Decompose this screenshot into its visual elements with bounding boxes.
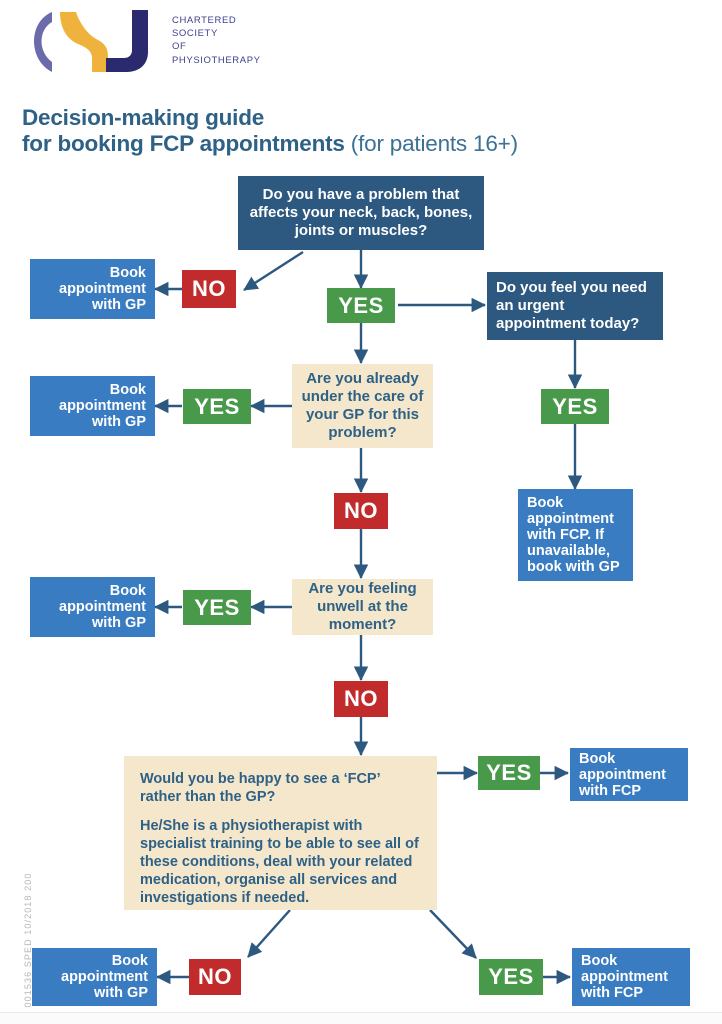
- logo-line-4: PHYSIOTHERAPY: [172, 54, 261, 66]
- question-happy-to-see-fcp: Would you be happy to see a ‘FCP’ rather…: [124, 756, 437, 910]
- outcome-book-gp-4: Book appointment with GP: [32, 948, 157, 1006]
- edge-label-yes-fcp-right: YES: [478, 756, 540, 790]
- question-fcp-heading: Would you be happy to see a ‘FCP’ rather…: [140, 771, 380, 805]
- outcome-book-gp-3: Book appointment with GP: [30, 577, 155, 637]
- outcome-book-fcp-1: Book appointment with FCP: [570, 748, 688, 801]
- edge-label-yes-fcp-bottom: YES: [479, 959, 543, 995]
- print-code: 001536 SPED 10/2018 200: [23, 872, 33, 1008]
- csp-logo-mark: [34, 10, 148, 72]
- outcome-book-fcp-fallback: Book appointment with FCP. If unavailabl…: [518, 489, 633, 581]
- edge-label-yes-q1: YES: [327, 288, 395, 323]
- edge-label-yes-under-care: YES: [183, 389, 251, 424]
- question-fcp-body: He/She is a physiotherapist with special…: [140, 818, 419, 906]
- question-under-gp-care: Are you already under the care of your G…: [292, 364, 433, 448]
- edge-label-no-q1: NO: [182, 270, 236, 308]
- logo-line-2: SOCIETY: [172, 28, 218, 40]
- edge-label-no-fcp-bottom: NO: [189, 959, 241, 995]
- outcome-book-fcp-2: Book appointment with FCP: [572, 948, 690, 1006]
- title-line-2-light: (for patients 16+): [350, 131, 518, 156]
- question-urgent-appointment: Do you feel you need an urgent appointme…: [487, 272, 663, 340]
- outcome-book-gp-1: Book appointment with GP: [30, 259, 155, 319]
- csp-logo: CHARTERED SOCIETY OF PHYSIOTHERAPY: [14, 6, 284, 78]
- title-line-2: for booking FCP appointments (for patien…: [22, 131, 682, 157]
- logo-line-1: CHARTERED: [172, 15, 237, 26]
- edge-label-no-under-care: NO: [334, 493, 388, 529]
- logo-line-3: OF: [172, 41, 187, 53]
- bottom-rule: [0, 1012, 722, 1013]
- title-line-2-bold: for booking FCP appointments: [22, 131, 351, 156]
- outcome-book-gp-2: Book appointment with GP: [30, 376, 155, 436]
- question-feeling-unwell: Are you feeling unwell at the moment?: [292, 579, 433, 635]
- bottom-band: [0, 1013, 722, 1024]
- page-title: Decision-making guide for booking FCP ap…: [22, 105, 682, 157]
- edge-label-no-unwell: NO: [334, 681, 388, 717]
- edge-label-yes-urgent: YES: [541, 389, 609, 424]
- question-musculoskeletal: Do you have a problem that affects your …: [238, 176, 484, 250]
- csp-logo-text: CHARTERED SOCIETY OF PHYSIOTHERAPY: [172, 14, 261, 67]
- title-line-1: Decision-making guide: [22, 105, 265, 130]
- edge-label-yes-unwell: YES: [183, 590, 251, 625]
